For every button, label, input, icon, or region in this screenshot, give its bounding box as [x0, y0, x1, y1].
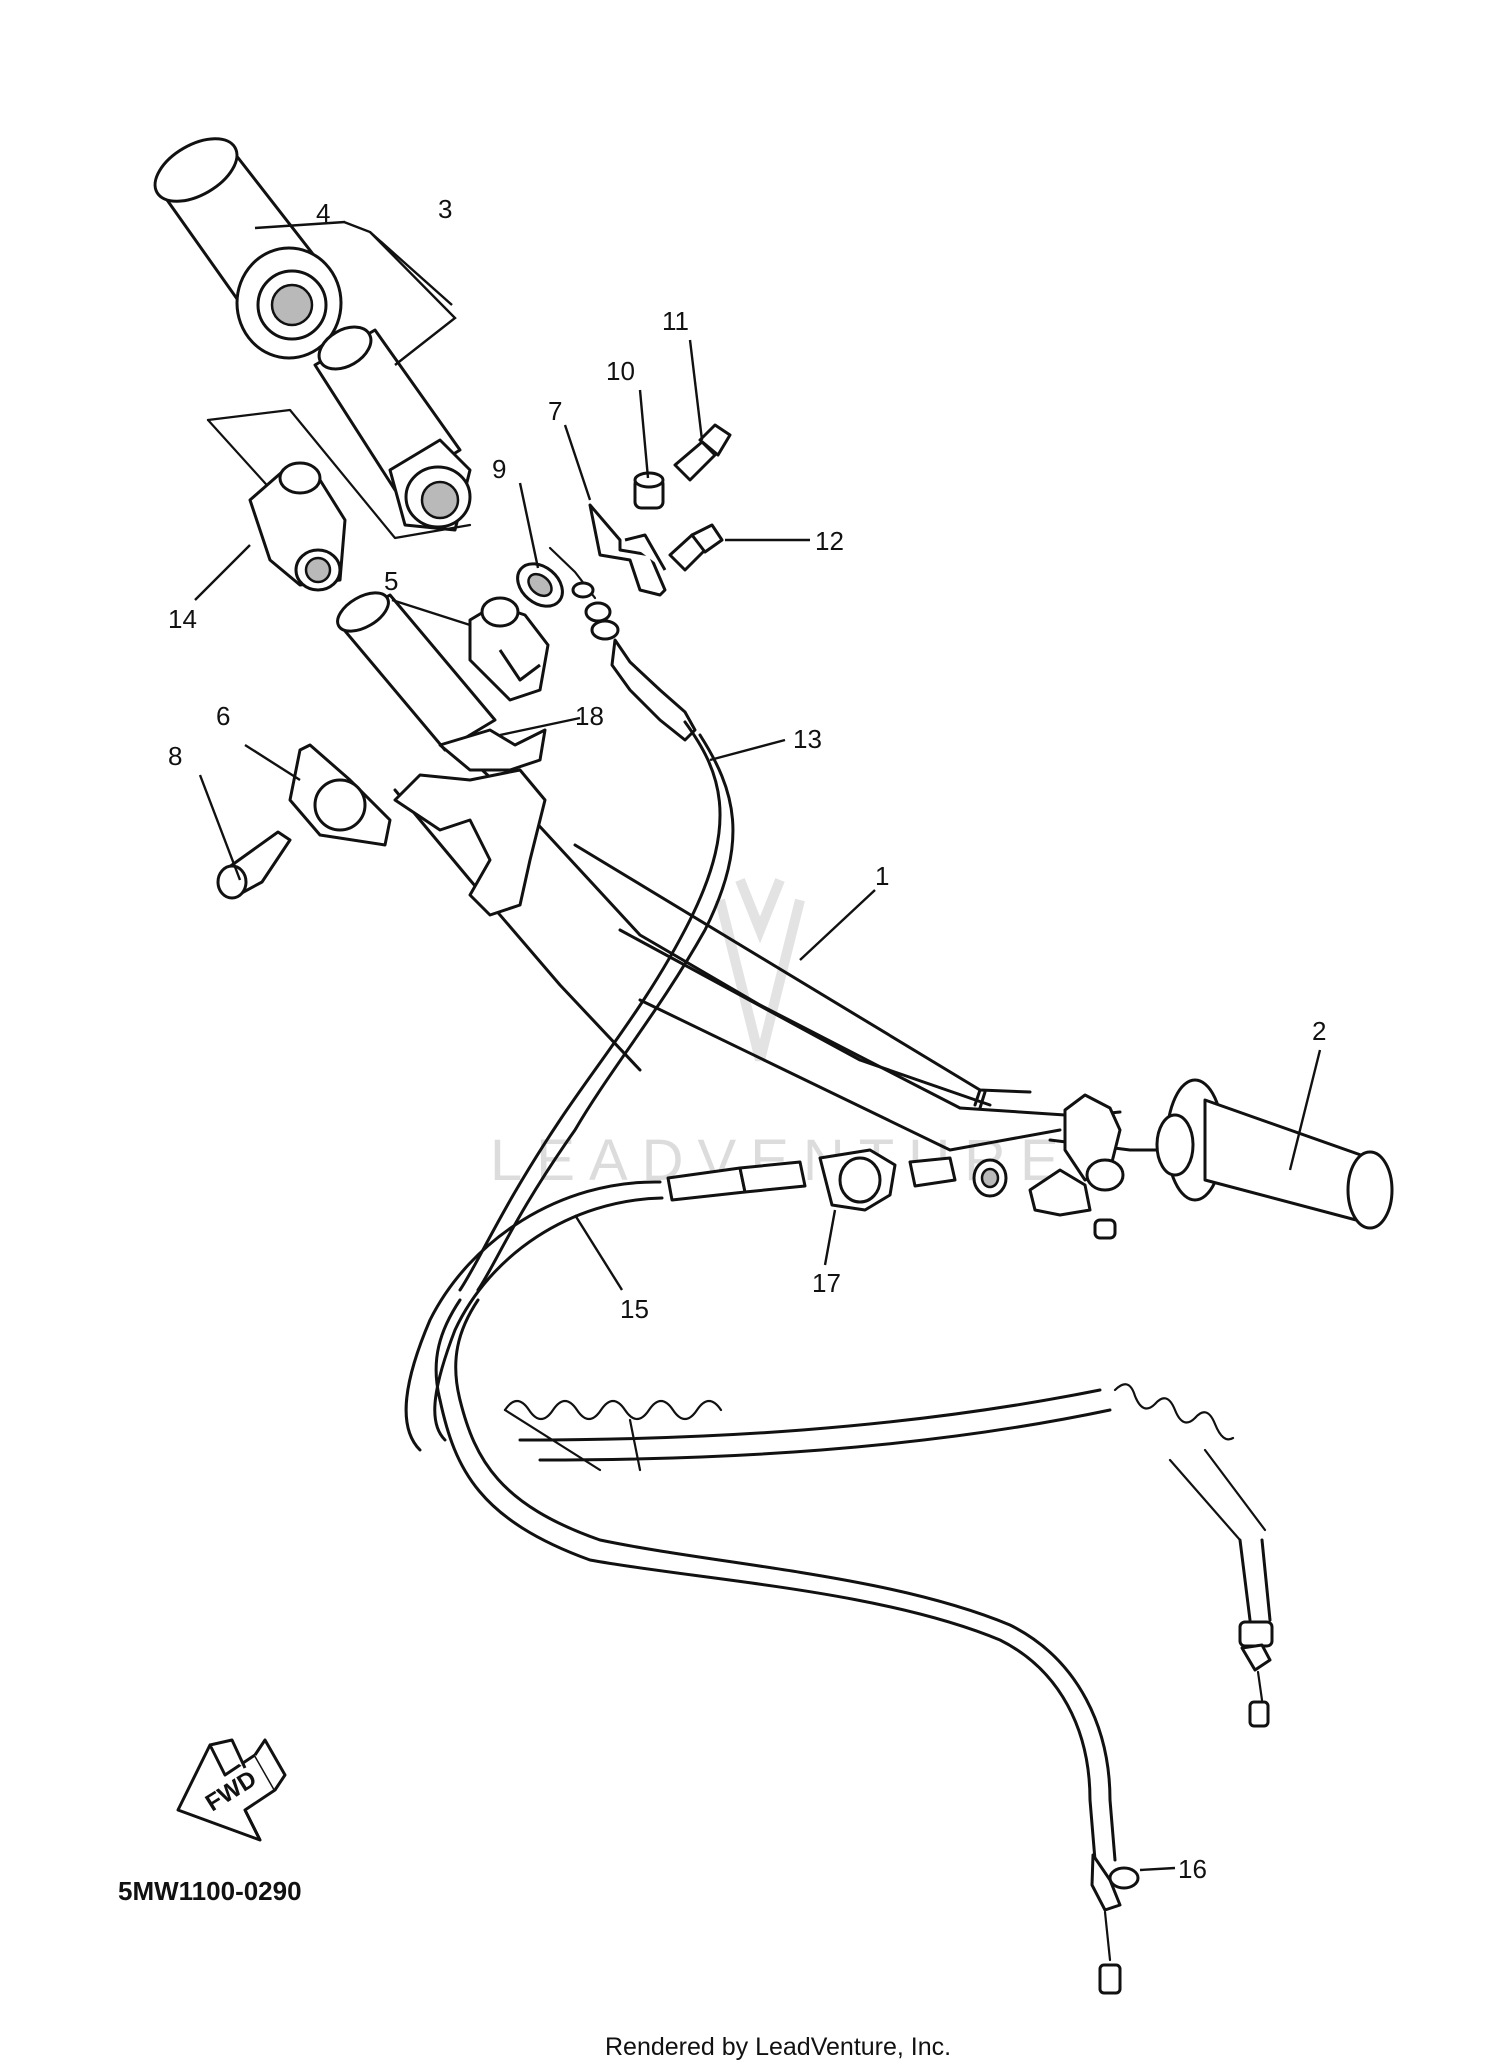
- callout-15: 15: [620, 1294, 649, 1324]
- callout-1: 1: [875, 861, 889, 891]
- callout-11: 11: [662, 306, 689, 336]
- callout-4: 4: [316, 198, 330, 228]
- callout-9: 9: [492, 454, 506, 484]
- left-grip-part-2: [1155, 1078, 1394, 1230]
- cable-plate-part-7: [588, 503, 667, 597]
- callout-17: 17: [812, 1268, 841, 1298]
- callout-12: 12: [815, 526, 844, 556]
- callout-13: 13: [793, 724, 822, 754]
- clutch-cable-part-15: [404, 1180, 1112, 1462]
- cable-end-lower: [1090, 1853, 1122, 1995]
- fwd-arrow-icon: FWD: [176, 1738, 287, 1842]
- adjuster-part-17: [666, 1148, 1008, 1212]
- housing-part-14: [248, 461, 347, 592]
- leader-lines: [194, 220, 1322, 1872]
- holder-part-6: [288, 743, 392, 847]
- washer-part-16: [1108, 1866, 1140, 1890]
- callout-8: 8: [168, 741, 182, 771]
- watermark: LEADVENTURE: [490, 878, 1059, 1193]
- callout-5: 5: [384, 566, 398, 596]
- callout-10: 10: [606, 356, 635, 386]
- diagram-code: 5MW1100-0290: [118, 1876, 302, 1906]
- lever-holder: [1028, 1093, 1125, 1240]
- pulley-part-9: [516, 562, 564, 608]
- screw-part-12: [668, 523, 724, 572]
- cable-guide-part-5: [468, 596, 550, 702]
- throttle-tube-part-3: [313, 325, 472, 532]
- grip-part-4: [153, 137, 343, 360]
- coil-spring-right: [1113, 1383, 1274, 1728]
- callout-16: 16: [1178, 1854, 1207, 1884]
- callout-6: 6: [216, 701, 230, 731]
- render-credit: Rendered by LeadVenture, Inc.: [605, 2033, 951, 2061]
- callout-3: 3: [438, 194, 452, 224]
- callout-14: 14: [168, 604, 197, 634]
- screw-part-11: [673, 423, 732, 482]
- callout-7: 7: [548, 396, 562, 426]
- collar-part-10: [633, 471, 665, 510]
- bolt-part-8: [216, 830, 292, 900]
- collar-part-18: [336, 591, 547, 917]
- cable-end-fitting: [548, 546, 697, 742]
- callout-2: 2: [1312, 1016, 1326, 1046]
- callout-18: 18: [575, 701, 604, 731]
- coil-spring-left: [503, 1399, 723, 1472]
